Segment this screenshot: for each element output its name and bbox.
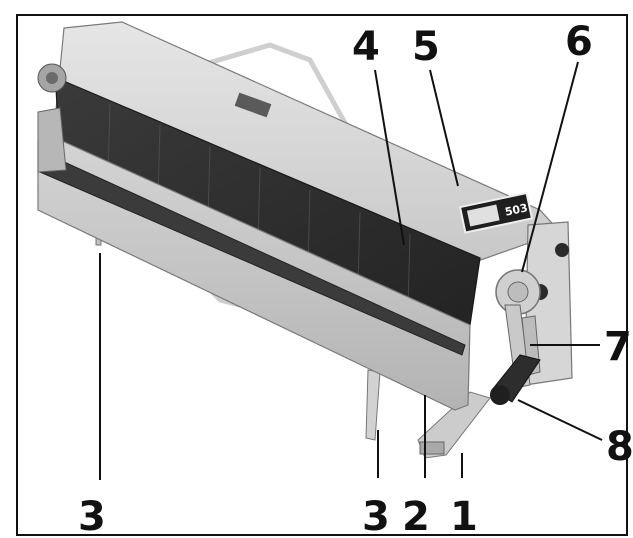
callout-6: 6 (565, 19, 593, 65)
callout-4: 4 (352, 24, 380, 70)
nameplate-badge: 503 (458, 191, 534, 234)
leader-5 (429, 69, 459, 187)
callout-7: 7 (604, 324, 632, 370)
callout-3-right: 3 (362, 494, 390, 538)
callout-2: 2 (402, 494, 430, 538)
top-label-plate (234, 92, 272, 118)
right-front-leg (365, 369, 381, 441)
callout-3-left: 3 (78, 494, 106, 538)
nameplate-model: 503 (504, 201, 529, 218)
hinge-cam (495, 269, 541, 315)
callout-1: 1 (450, 494, 478, 538)
leader-6 (521, 61, 579, 273)
left-end-plate (37, 63, 67, 173)
leader-lines (99, 61, 603, 480)
leader-4 (374, 69, 405, 246)
leader-8 (517, 399, 603, 441)
callout-5: 5 (412, 24, 440, 70)
clamp-handle (490, 354, 541, 405)
figure-frame (16, 14, 628, 536)
callout-8: 8 (606, 424, 633, 470)
